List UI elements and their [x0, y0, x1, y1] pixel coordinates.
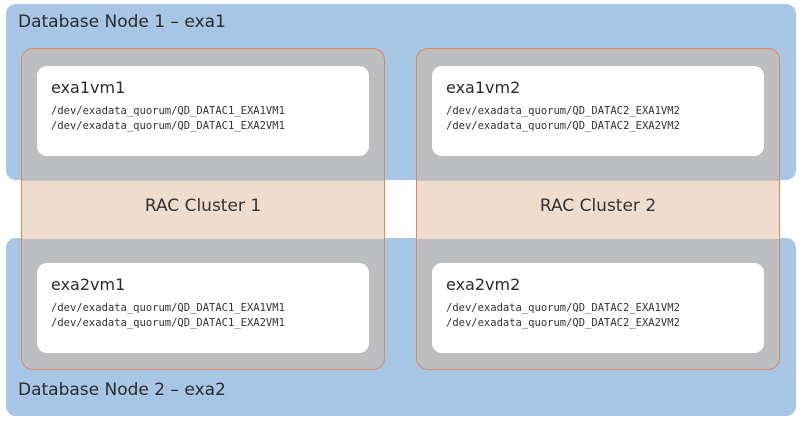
vm-name: exa1vm1 — [51, 78, 126, 97]
vm-card-exa2vm2: exa2vm2 /dev/exadata_quorum/QD_DATAC2_EX… — [432, 263, 764, 353]
quorum-device-path: /dev/exadata_quorum/QD_DATAC2_EXA2VM2 — [446, 317, 680, 329]
database-node-1-label: Database Node 1 – exa1 — [18, 12, 226, 32]
quorum-device-path: /dev/exadata_quorum/QD_DATAC1_EXA1VM1 — [51, 302, 285, 314]
vm-name: exa2vm2 — [446, 275, 521, 294]
vm-card-exa2vm1: exa2vm1 /dev/exadata_quorum/QD_DATAC1_EX… — [37, 263, 369, 353]
quorum-device-path: /dev/exadata_quorum/QD_DATAC1_EXA2VM1 — [51, 317, 285, 329]
quorum-device-path: /dev/exadata_quorum/QD_DATAC2_EXA2VM2 — [446, 120, 680, 132]
vm-name: exa2vm1 — [51, 275, 126, 294]
database-node-2-label: Database Node 2 – exa2 — [18, 380, 226, 400]
rac-cluster-2-label: RAC Cluster 2 — [539, 196, 657, 216]
quorum-device-path: /dev/exadata_quorum/QD_DATAC1_EXA2VM1 — [51, 120, 285, 132]
quorum-device-path: /dev/exadata_quorum/QD_DATAC1_EXA1VM1 — [51, 105, 285, 117]
rac-cluster-1-label: RAC Cluster 1 — [144, 196, 262, 216]
quorum-device-path: /dev/exadata_quorum/QD_DATAC2_EXA1VM2 — [446, 105, 680, 117]
vm-card-exa1vm2: exa1vm2 /dev/exadata_quorum/QD_DATAC2_EX… — [432, 66, 764, 156]
vm-card-exa1vm1: exa1vm1 /dev/exadata_quorum/QD_DATAC1_EX… — [37, 66, 369, 156]
vm-name: exa1vm2 — [446, 78, 521, 97]
quorum-device-path: /dev/exadata_quorum/QD_DATAC2_EXA1VM2 — [446, 302, 680, 314]
